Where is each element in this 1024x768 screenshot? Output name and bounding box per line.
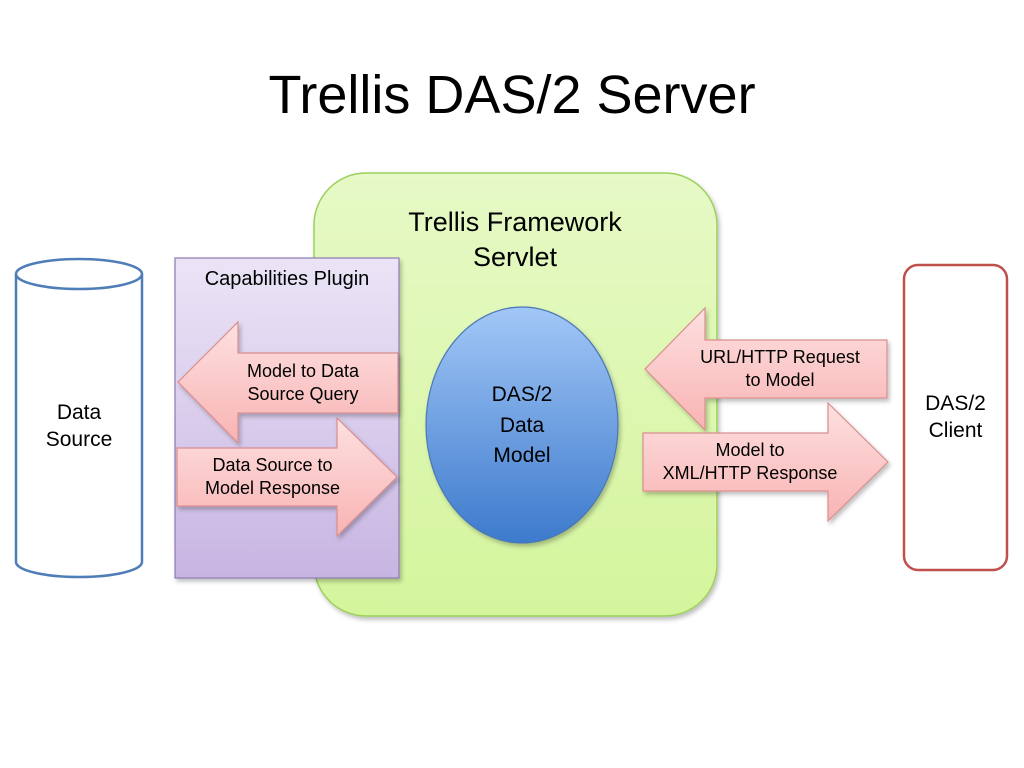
das2-client-box [902,263,1009,572]
arrow-model-to-data-source-query [177,320,399,445]
capabilities-plugin-label: Capabilities Plugin [204,268,370,290]
capabilities-plugin-box [174,257,400,579]
model-to-data-source-query-label: Model to Data Source Query [220,353,386,413]
query-line1: Model to Data [246,360,360,381]
data-source-to-model-response-label: Data Source to Model Response [180,448,365,506]
xml-line1: Model to [715,439,785,460]
das2-client-label: DAS/2 Client [904,382,1007,452]
das2-data-model-label: DAS/2 Data Model [452,378,592,474]
data-source-line2: Source [45,428,113,451]
query-line2: Source Query [247,384,359,404]
das2-data-model-ellipse [425,306,619,544]
arrow-model-to-xml-http-response [642,401,889,523]
response-line2: Model Response [204,478,341,498]
request-line1: URL/HTTP Request [700,346,860,367]
servlet-line1: Trellis Framework [408,206,622,237]
model-line1: DAS/2 [491,383,553,407]
framework-servlet-label: Trellis Framework Servlet [370,198,660,282]
xml-line2: XML/HTTP Response [662,463,838,483]
response-line1: Data Source to [212,454,333,475]
model-to-xml-http-response-label: Model to XML/HTTP Response [645,433,855,491]
arrow-data-source-to-model-response [176,416,398,538]
url-http-request-label: URL/HTTP Request to Model [680,340,880,398]
servlet-line2: Servlet [472,242,558,272]
model-line3: Model [493,444,551,468]
data-source-cylinder [14,257,144,579]
model-line2: Data [499,413,545,437]
data-source-label: Data Source [16,390,142,462]
request-line2: to Model [745,370,815,390]
data-source-line1: Data [56,400,102,424]
client-line2: Client [928,419,983,442]
slide-title: Trellis DAS/2 Server [268,65,756,125]
arrow-url-http-request-to-model [644,306,888,432]
client-line1: DAS/2 [925,391,986,415]
